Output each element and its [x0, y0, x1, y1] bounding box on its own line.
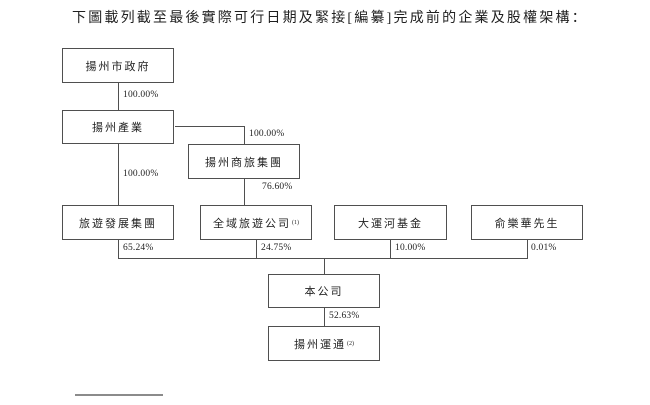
connector-industry-shanglv-vertical — [244, 126, 245, 144]
pct-gov-industry: 100.00% — [123, 90, 159, 100]
pct-tourismdev-company: 65.24% — [123, 243, 154, 253]
node-mr-yu-lehua: 俞樂華先生 — [471, 205, 583, 240]
pct-shanglv-quanyu: 76.60% — [262, 182, 293, 192]
node-yangzhou-industry: 揚州產業 — [62, 110, 174, 144]
connector-shanglv-quanyu — [244, 179, 245, 205]
connector-industry-tourismdev — [118, 144, 119, 205]
node-yangzhou-yuntong: 揚州運通(2) — [268, 326, 380, 361]
connector-bus-company — [324, 258, 325, 274]
node-yangzhou-shanglv-group: 揚州商旅集團 — [188, 144, 300, 179]
connector-gov-industry — [118, 83, 119, 110]
node-label: 大運河基金 — [358, 217, 423, 230]
node-the-company: 本公司 — [268, 274, 380, 308]
node-label: 揚州市政府 — [85, 60, 151, 73]
pct-canalfund-company: 10.00% — [395, 243, 426, 253]
pct-industry-tourismdev: 100.00% — [123, 169, 159, 179]
node-label: 俞樂華先生 — [494, 217, 560, 230]
node-label: 揚州運通 — [294, 338, 346, 351]
connector-canalfund-bus — [390, 240, 391, 258]
node-label: 本公司 — [304, 286, 344, 298]
connector-tourismdev-bus — [118, 240, 119, 258]
connector-industry-shanglv-horizontal — [175, 126, 244, 127]
connector-shareholder-bus — [118, 258, 528, 259]
footnote-marker-1: (1) — [292, 219, 299, 226]
node-quanyu-tourism-company: 全域旅遊公司(1) — [200, 205, 312, 240]
pct-mryu-company: 0.01% — [531, 243, 557, 253]
connector-company-yuntong — [324, 308, 325, 326]
connector-quanyu-bus — [256, 240, 257, 258]
node-label: 揚州商旅集團 — [205, 156, 283, 169]
node-label: 揚州產業 — [92, 122, 144, 134]
node-tourism-development-group: 旅遊發展集團 — [62, 205, 174, 240]
node-label: 全域旅遊公司 — [213, 217, 291, 230]
connector-mryu-bus — [527, 240, 528, 258]
node-label: 旅遊發展集團 — [79, 217, 157, 230]
pct-company-yuntong: 52.63% — [329, 311, 360, 321]
footnote-divider — [75, 394, 163, 396]
footnote-marker-2: (2) — [347, 340, 354, 347]
diagram-caption: 下圖載列截至最後實際可行日期及緊接[編纂]完成前的企業及股權架構： — [72, 11, 588, 26]
pct-industry-shanglv: 100.00% — [249, 129, 285, 139]
node-grand-canal-fund: 大運河基金 — [334, 205, 447, 240]
node-yangzhou-government: 揚州市政府 — [62, 48, 174, 83]
pct-quanyu-company: 24.75% — [261, 243, 292, 253]
